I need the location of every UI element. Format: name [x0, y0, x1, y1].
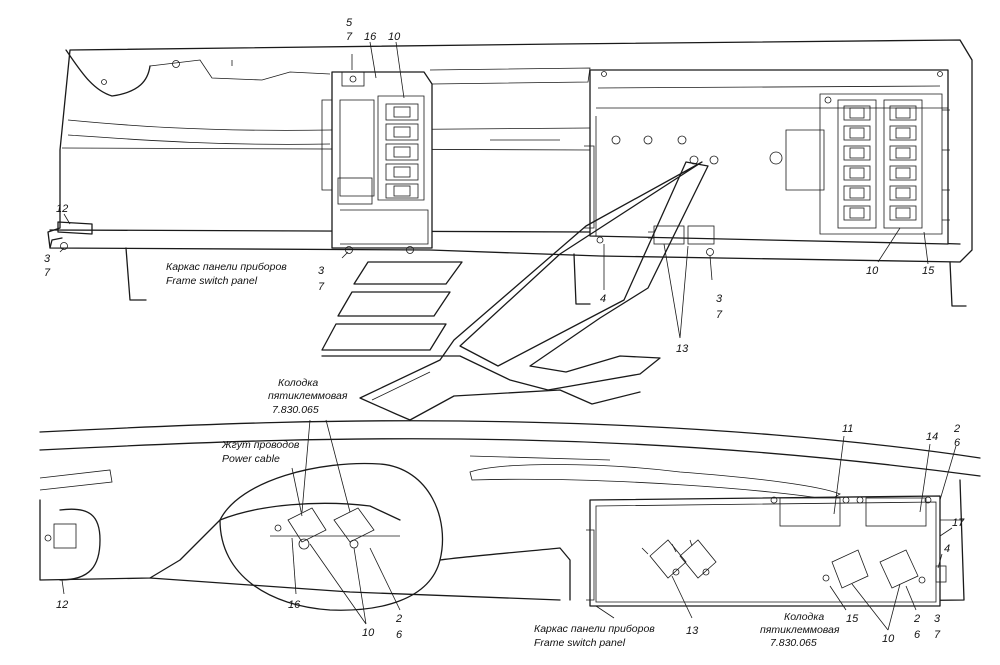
callout-3: 3: [318, 265, 325, 277]
callout-12: 12: [56, 599, 68, 611]
connector-label-code: 7.830.065: [272, 404, 319, 416]
frame-label-ru-2: Каркас панели приборов: [534, 623, 655, 635]
harness-label-ru: Жгут проводов: [221, 439, 300, 451]
labels: 5 7 16 10 12 3 7 3 7 Каркас панели прибо…: [44, 17, 965, 649]
harness-label-en: Power cable: [222, 453, 280, 465]
top-view: [47, 39, 973, 307]
left-switch-column: [385, 103, 419, 199]
connector-left-b: [333, 507, 375, 549]
callout-10: 10: [882, 633, 895, 645]
callout-7: 7: [44, 267, 51, 279]
callout-3: 3: [44, 253, 51, 265]
callout-17: 17: [952, 517, 965, 529]
callout-7: 7: [716, 309, 723, 321]
callout-7: 7: [934, 629, 941, 641]
callout-6: 6: [914, 629, 921, 641]
callout-14: 14: [926, 431, 938, 443]
callout-4: 4: [944, 543, 950, 555]
callout-4: 4: [600, 293, 606, 305]
callout-13: 13: [676, 343, 689, 355]
callout-15: 15: [922, 265, 935, 277]
connector-label-1: Колодка: [278, 377, 318, 389]
callout-13: 13: [686, 625, 699, 637]
callout-2: 2: [953, 423, 960, 435]
arrow-logo: [321, 161, 709, 421]
callout-2: 2: [395, 613, 402, 625]
frame-label-ru: Каркас панели приборов: [166, 261, 287, 273]
leader-lines: [59, 41, 957, 631]
callout-6: 6: [396, 629, 403, 641]
connectors-10: [822, 549, 926, 589]
frame-label-en: Frame switch panel: [166, 275, 258, 287]
callout-15: 15: [846, 613, 859, 625]
callout-2: 2: [913, 613, 920, 625]
callout-7: 7: [318, 281, 325, 293]
callout-7: 7: [346, 31, 353, 43]
callout-5: 5: [346, 17, 353, 29]
callout-10: 10: [388, 31, 401, 43]
callout-6: 6: [954, 437, 961, 449]
callout-10: 10: [866, 265, 879, 277]
bottom-view: [39, 420, 981, 611]
connector-left-a: [274, 507, 327, 550]
callout-12: 12: [56, 203, 68, 215]
connector2-label-1: Колодка: [784, 611, 824, 623]
callout-3: 3: [934, 613, 941, 625]
connector-label-2: пятиклеммовая: [268, 390, 348, 402]
callout-11: 11: [842, 423, 853, 435]
connector2-label-2: пятиклеммовая: [760, 624, 840, 636]
callout-16: 16: [288, 599, 301, 611]
frame-label-en-2: Frame switch panel: [534, 637, 626, 649]
callout-16: 16: [364, 31, 377, 43]
callout-3: 3: [716, 293, 723, 305]
callout-10: 10: [362, 627, 375, 639]
connectors-13: [641, 539, 717, 579]
right-switch-columns: [837, 99, 923, 229]
connector2-label-code: 7.830.065: [770, 637, 817, 649]
